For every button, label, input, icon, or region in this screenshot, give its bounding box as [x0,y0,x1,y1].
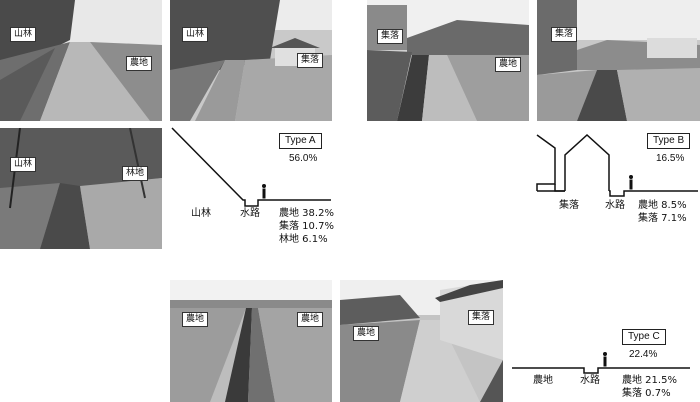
photo-farmland-channel: 農地 農地 [170,280,332,402]
photo-village-channel-farmland: 集落 農地 [367,0,529,121]
photo-tag: 集落 [551,27,578,42]
photo-tag: 農地 [495,57,522,72]
type-a-item: 農地 38.2% [279,208,334,219]
type-a-share: 56.0% [289,153,318,164]
photo-tag: 農地 [126,56,153,71]
photo-farmland-road-village: 農地 集落 [340,280,503,402]
person-icon [262,184,266,199]
type-b-label: Type B [647,133,691,149]
photo-tag: 集落 [377,29,404,44]
type-a-label: Type A [279,133,322,149]
type-a-channel-label: 水路 [240,208,260,219]
person-icon [629,175,633,190]
photo-tag: 林地 [122,166,149,181]
type-b-share: 16.5% [656,153,685,164]
type-b-left-label: 集落 [559,200,579,211]
photo-tag: 山林 [182,27,209,42]
photo-tag: 農地 [297,312,324,327]
type-b-item: 農地 8.5% [638,200,687,211]
type-c-item: 集落 0.7% [622,388,671,399]
photo-village-channel: 集落 [537,0,700,121]
photo-tag: 農地 [182,312,209,327]
type-c-share: 22.4% [629,349,658,360]
photo-tag: 山林 [10,27,37,42]
type-b-item: 集落 7.1% [638,213,687,224]
type-c-left-label: 農地 [533,375,553,386]
photo-forest-woodland-channel: 山林 林地 [0,128,162,249]
photo-tag: 集落 [468,310,495,325]
photo-tag: 山林 [10,157,37,172]
type-c-channel-label: 水路 [580,375,600,386]
photo-forest-channel-village: 山林 集落 [170,0,332,121]
type-a-item: 集落 10.7% [279,221,334,232]
photo-tag: 集落 [297,53,324,68]
type-a-item: 林地 6.1% [279,234,328,245]
photo-tag: 農地 [353,326,380,341]
type-b-channel-label: 水路 [605,200,625,211]
person-icon [603,352,607,367]
type-c-item: 農地 21.5% [622,375,677,386]
type-a-left-label: 山林 [191,208,211,219]
photo-forest-farmland-road: 山林 農地 [0,0,162,121]
type-c-label: Type C [622,329,666,345]
